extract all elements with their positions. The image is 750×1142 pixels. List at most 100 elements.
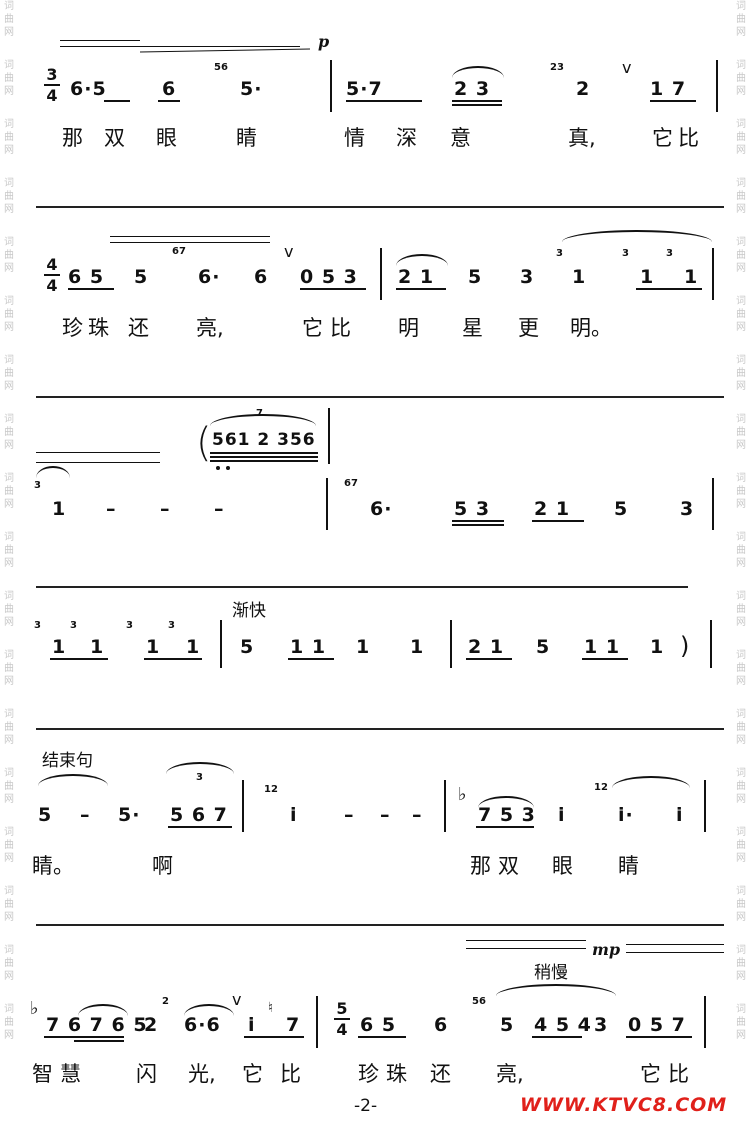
watermark-char: 曲: [736, 368, 746, 379]
watermark-char: 曲: [736, 604, 746, 615]
watermark-char: 网: [736, 322, 746, 333]
watermark-char: 网: [4, 27, 14, 38]
note: 1: [640, 266, 655, 288]
natural-sign: ♮: [268, 1000, 274, 1016]
lyric: 明。: [570, 316, 612, 340]
note: 5: [468, 266, 483, 288]
dash: –: [380, 804, 391, 826]
run-mark: 7: [256, 408, 263, 419]
lyric: 还: [128, 316, 149, 340]
dash: –: [106, 498, 117, 520]
note: 0 5 3: [300, 266, 358, 288]
watermark-char: 词: [4, 945, 14, 956]
watermark-char: 网: [736, 558, 746, 569]
lyric: 珍: [358, 1062, 379, 1086]
watermark-char: 词: [4, 886, 14, 897]
lyric: 慧: [60, 1062, 81, 1086]
system-divider: [36, 396, 724, 398]
lyric: 它: [302, 316, 323, 340]
note: 1: [684, 266, 699, 288]
watermark-char: 词: [4, 355, 14, 366]
watermark-char: 曲: [4, 309, 14, 320]
note: 5: [240, 636, 255, 658]
lyric: 那: [470, 854, 491, 878]
left-watermark-column: 词曲网词曲网词曲网词曲网词曲网词曲网词曲网词曲网词曲网词曲网词曲网词曲网词曲网词…: [2, 0, 16, 1142]
system-divider: [36, 728, 724, 730]
crescendo-hairpin: [110, 236, 270, 237]
note: 5·7: [346, 78, 383, 100]
watermark-char: 词: [4, 178, 14, 189]
watermark-char: 网: [4, 381, 14, 392]
barline: [330, 60, 332, 112]
note: 6: [434, 1014, 449, 1036]
section-label: 结束句: [42, 751, 93, 771]
watermark-char: 词: [736, 119, 746, 130]
note: 2 1: [468, 636, 505, 658]
watermark-char: 词: [4, 1004, 14, 1015]
note: i: [676, 804, 684, 826]
watermark-char: 曲: [4, 899, 14, 910]
system-divider: [36, 206, 724, 208]
watermark-char: 词: [4, 768, 14, 779]
watermark-char: 曲: [736, 781, 746, 792]
grace-note: 3: [666, 248, 673, 259]
watermark-char: 网: [4, 794, 14, 805]
watermark-char: 网: [736, 204, 746, 215]
paren-open: (: [196, 420, 212, 466]
note: 5 6 7: [170, 804, 228, 826]
note: 1: [650, 636, 665, 658]
note: 1: [90, 636, 105, 658]
watermark-char: 曲: [4, 781, 14, 792]
note: 1: [52, 636, 67, 658]
grace-note: 56: [472, 996, 486, 1007]
watermark-char: 词: [736, 945, 746, 956]
right-watermark-column: 词曲网词曲网词曲网词曲网词曲网词曲网词曲网词曲网词曲网词曲网词曲网词曲网词曲网词…: [734, 0, 748, 1142]
grace-note: 3: [126, 620, 133, 631]
barline: [326, 478, 328, 530]
watermark-char: 词: [736, 827, 746, 838]
note: 5: [500, 1014, 515, 1036]
watermark-char: 词: [736, 473, 746, 484]
watermark-char: 曲: [736, 545, 746, 556]
watermark-char: 曲: [736, 722, 746, 733]
watermark-char: 曲: [736, 427, 746, 438]
watermark-char: 网: [4, 145, 14, 156]
crescendo-hairpin: [626, 944, 724, 945]
lyric: 睛: [618, 854, 639, 878]
watermark-char: 词: [4, 827, 14, 838]
lyric: 睛。: [32, 854, 74, 878]
watermark-char: 网: [736, 145, 746, 156]
note: i: [290, 804, 298, 826]
watermark-char: 网: [4, 971, 14, 982]
watermark-char: 网: [736, 794, 746, 805]
grace-note: 3: [622, 248, 629, 259]
lyric: 还: [430, 1062, 451, 1086]
barline: [380, 248, 382, 300]
watermark-char: 曲: [736, 958, 746, 969]
grace-note: 67: [344, 478, 358, 489]
note: 1: [186, 636, 201, 658]
barline: [220, 620, 222, 668]
watermark-char: 曲: [4, 1017, 14, 1028]
grace-note: 12: [264, 784, 278, 795]
dash: –: [412, 804, 423, 826]
breath-mark: v: [232, 990, 242, 1009]
watermark-char: 网: [736, 27, 746, 38]
watermark-char: 词: [4, 237, 14, 248]
watermark-char: 网: [4, 1030, 14, 1041]
note: 3: [594, 1014, 609, 1036]
watermark-char: 曲: [4, 368, 14, 379]
dash: –: [214, 498, 225, 520]
watermark-char: 曲: [4, 604, 14, 615]
watermark-char: 曲: [4, 958, 14, 969]
lyric: 更: [518, 316, 539, 340]
watermark-char: 网: [736, 499, 746, 510]
note: 0 5 7: [628, 1014, 686, 1036]
watermark-char: 网: [736, 617, 746, 628]
tempo-mark: 渐快: [232, 601, 266, 621]
watermark-char: 网: [736, 263, 746, 274]
watermark-char: 网: [736, 912, 746, 923]
note: 6: [254, 266, 269, 288]
breath-mark: v: [622, 58, 632, 77]
watermark-char: 曲: [4, 722, 14, 733]
